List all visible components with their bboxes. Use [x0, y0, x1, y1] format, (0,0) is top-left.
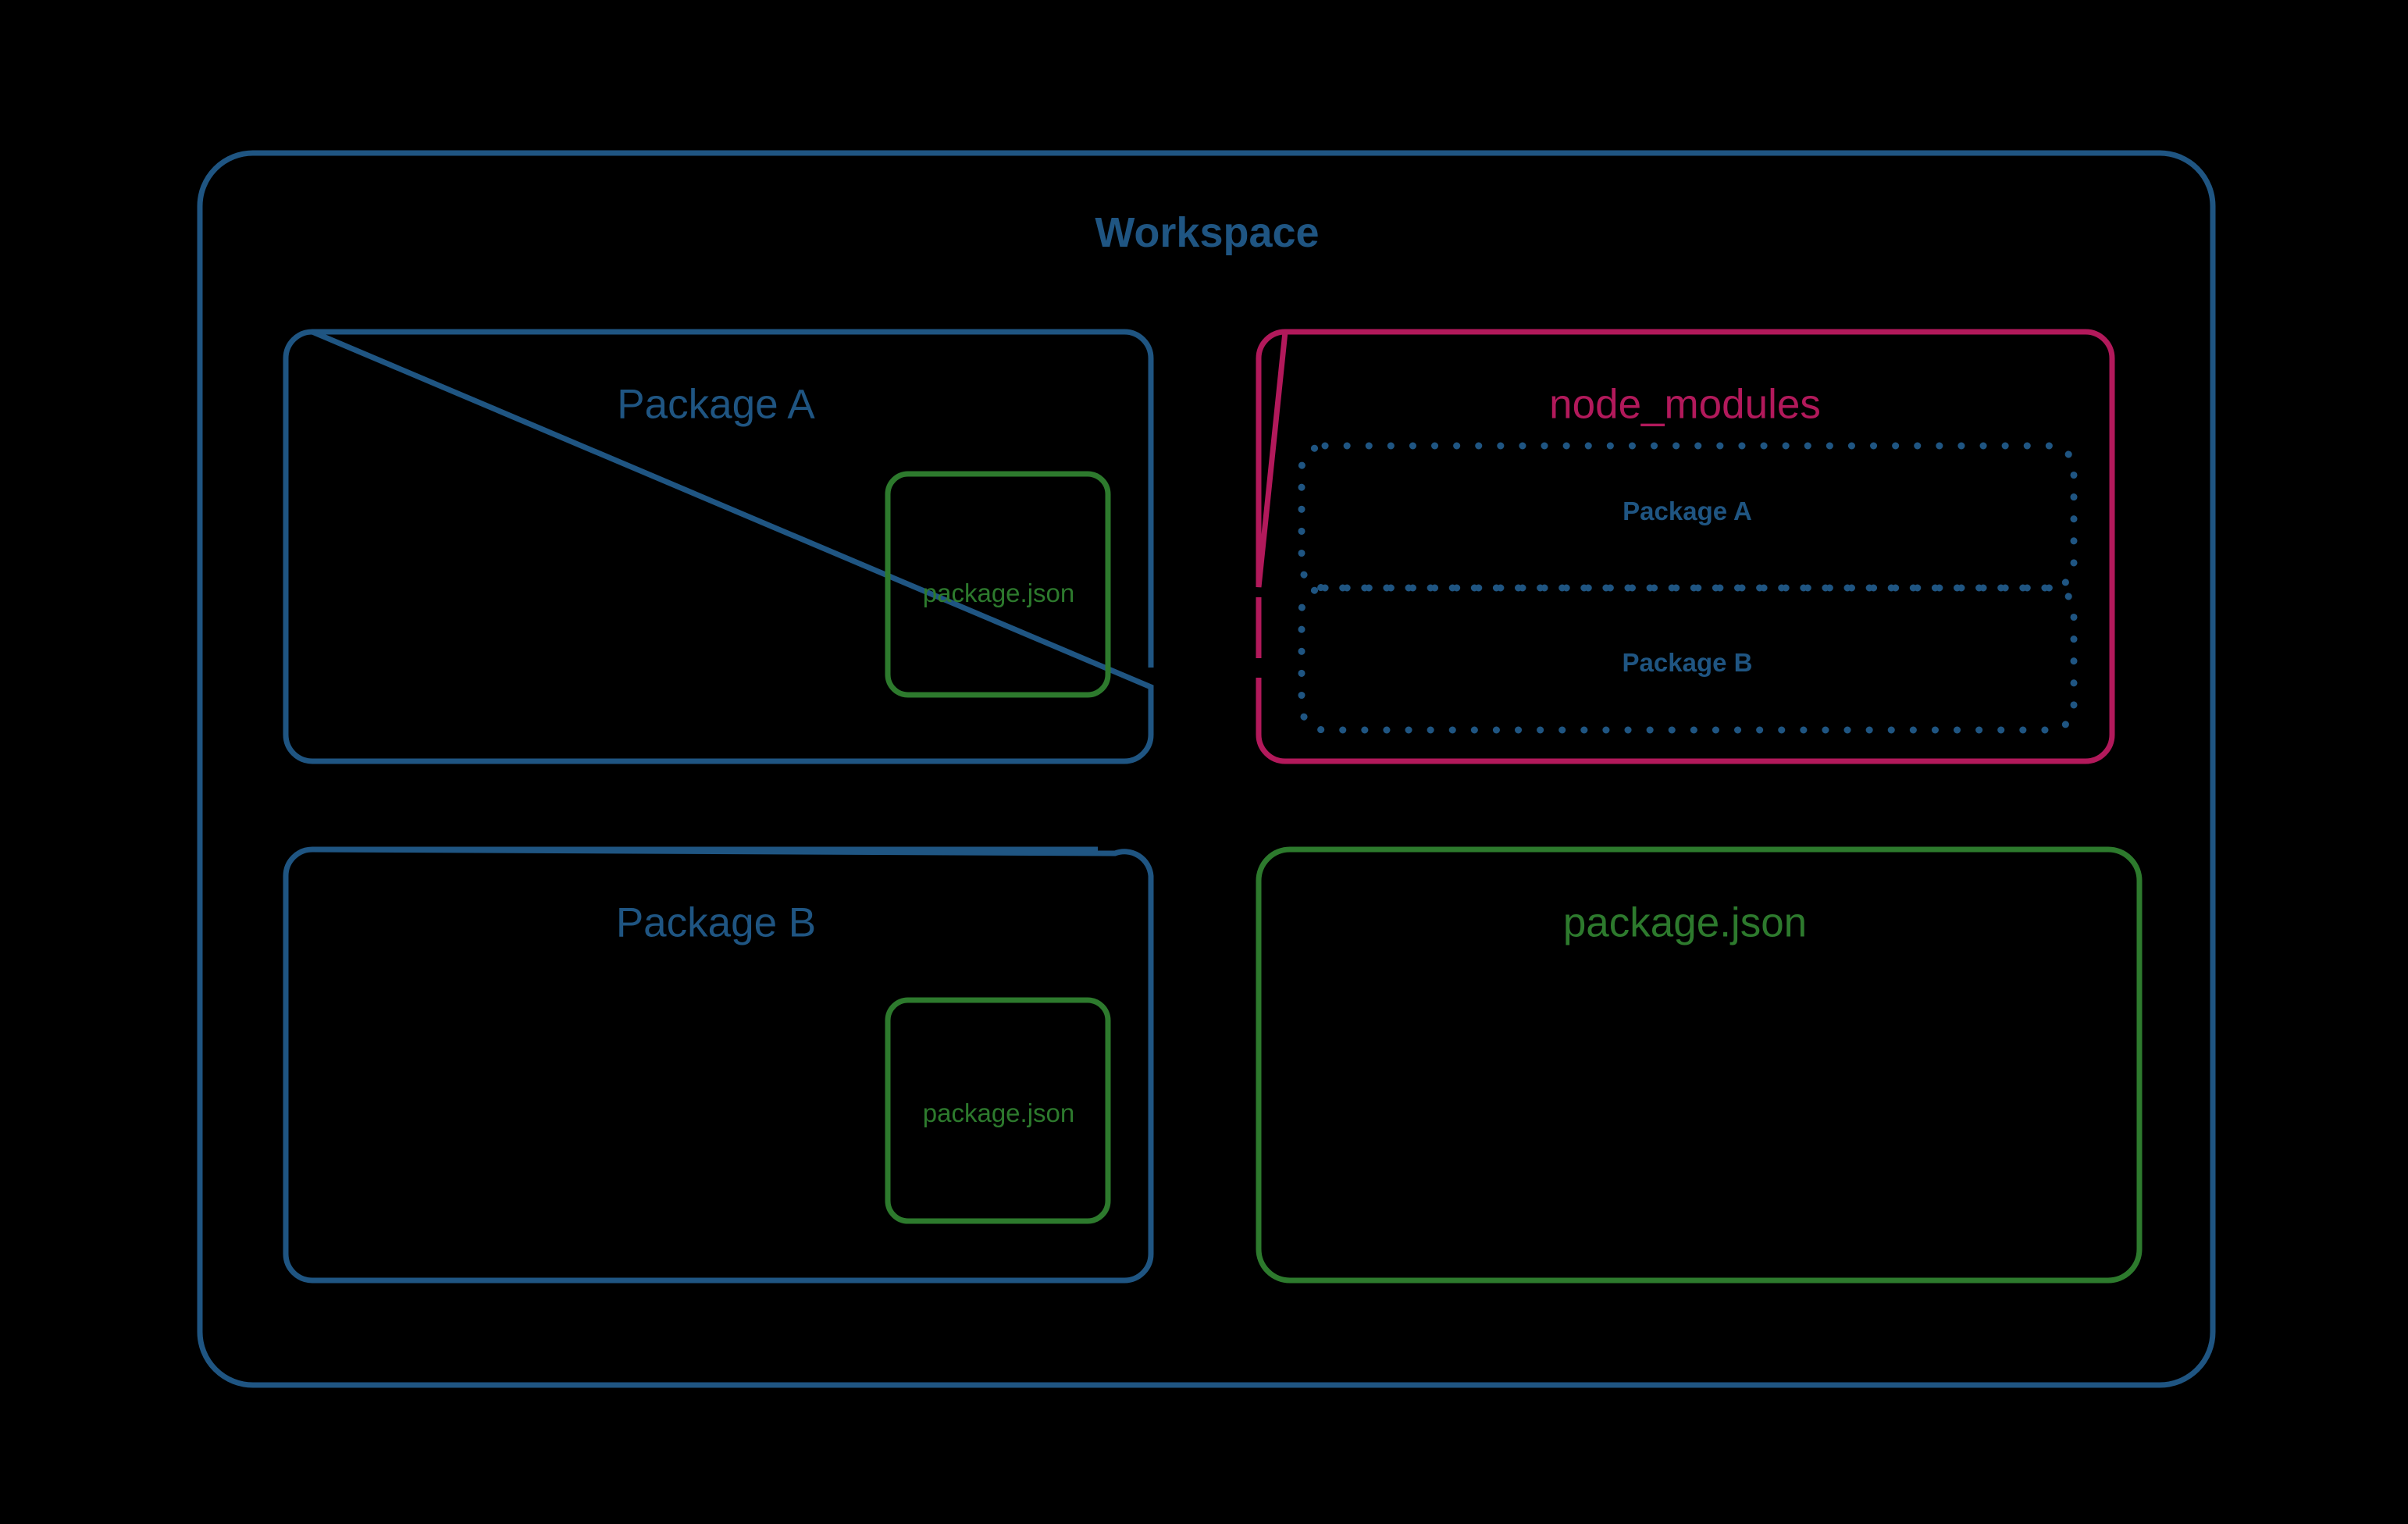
node-modules-package-a-box[interactable] [1298, 442, 2078, 592]
package-a-package-json-box[interactable] [885, 471, 1111, 698]
package-b-box[interactable] [283, 846, 1154, 1284]
node-modules-package-b-box[interactable] [1298, 584, 2078, 734]
node-modules-box[interactable] [1256, 329, 2115, 764]
package-a-box[interactable] [283, 329, 1154, 764]
workspace-box[interactable] [197, 150, 2216, 1388]
package-b-package-json-box[interactable] [885, 997, 1111, 1224]
root-package-json-box[interactable] [1256, 846, 2143, 1284]
